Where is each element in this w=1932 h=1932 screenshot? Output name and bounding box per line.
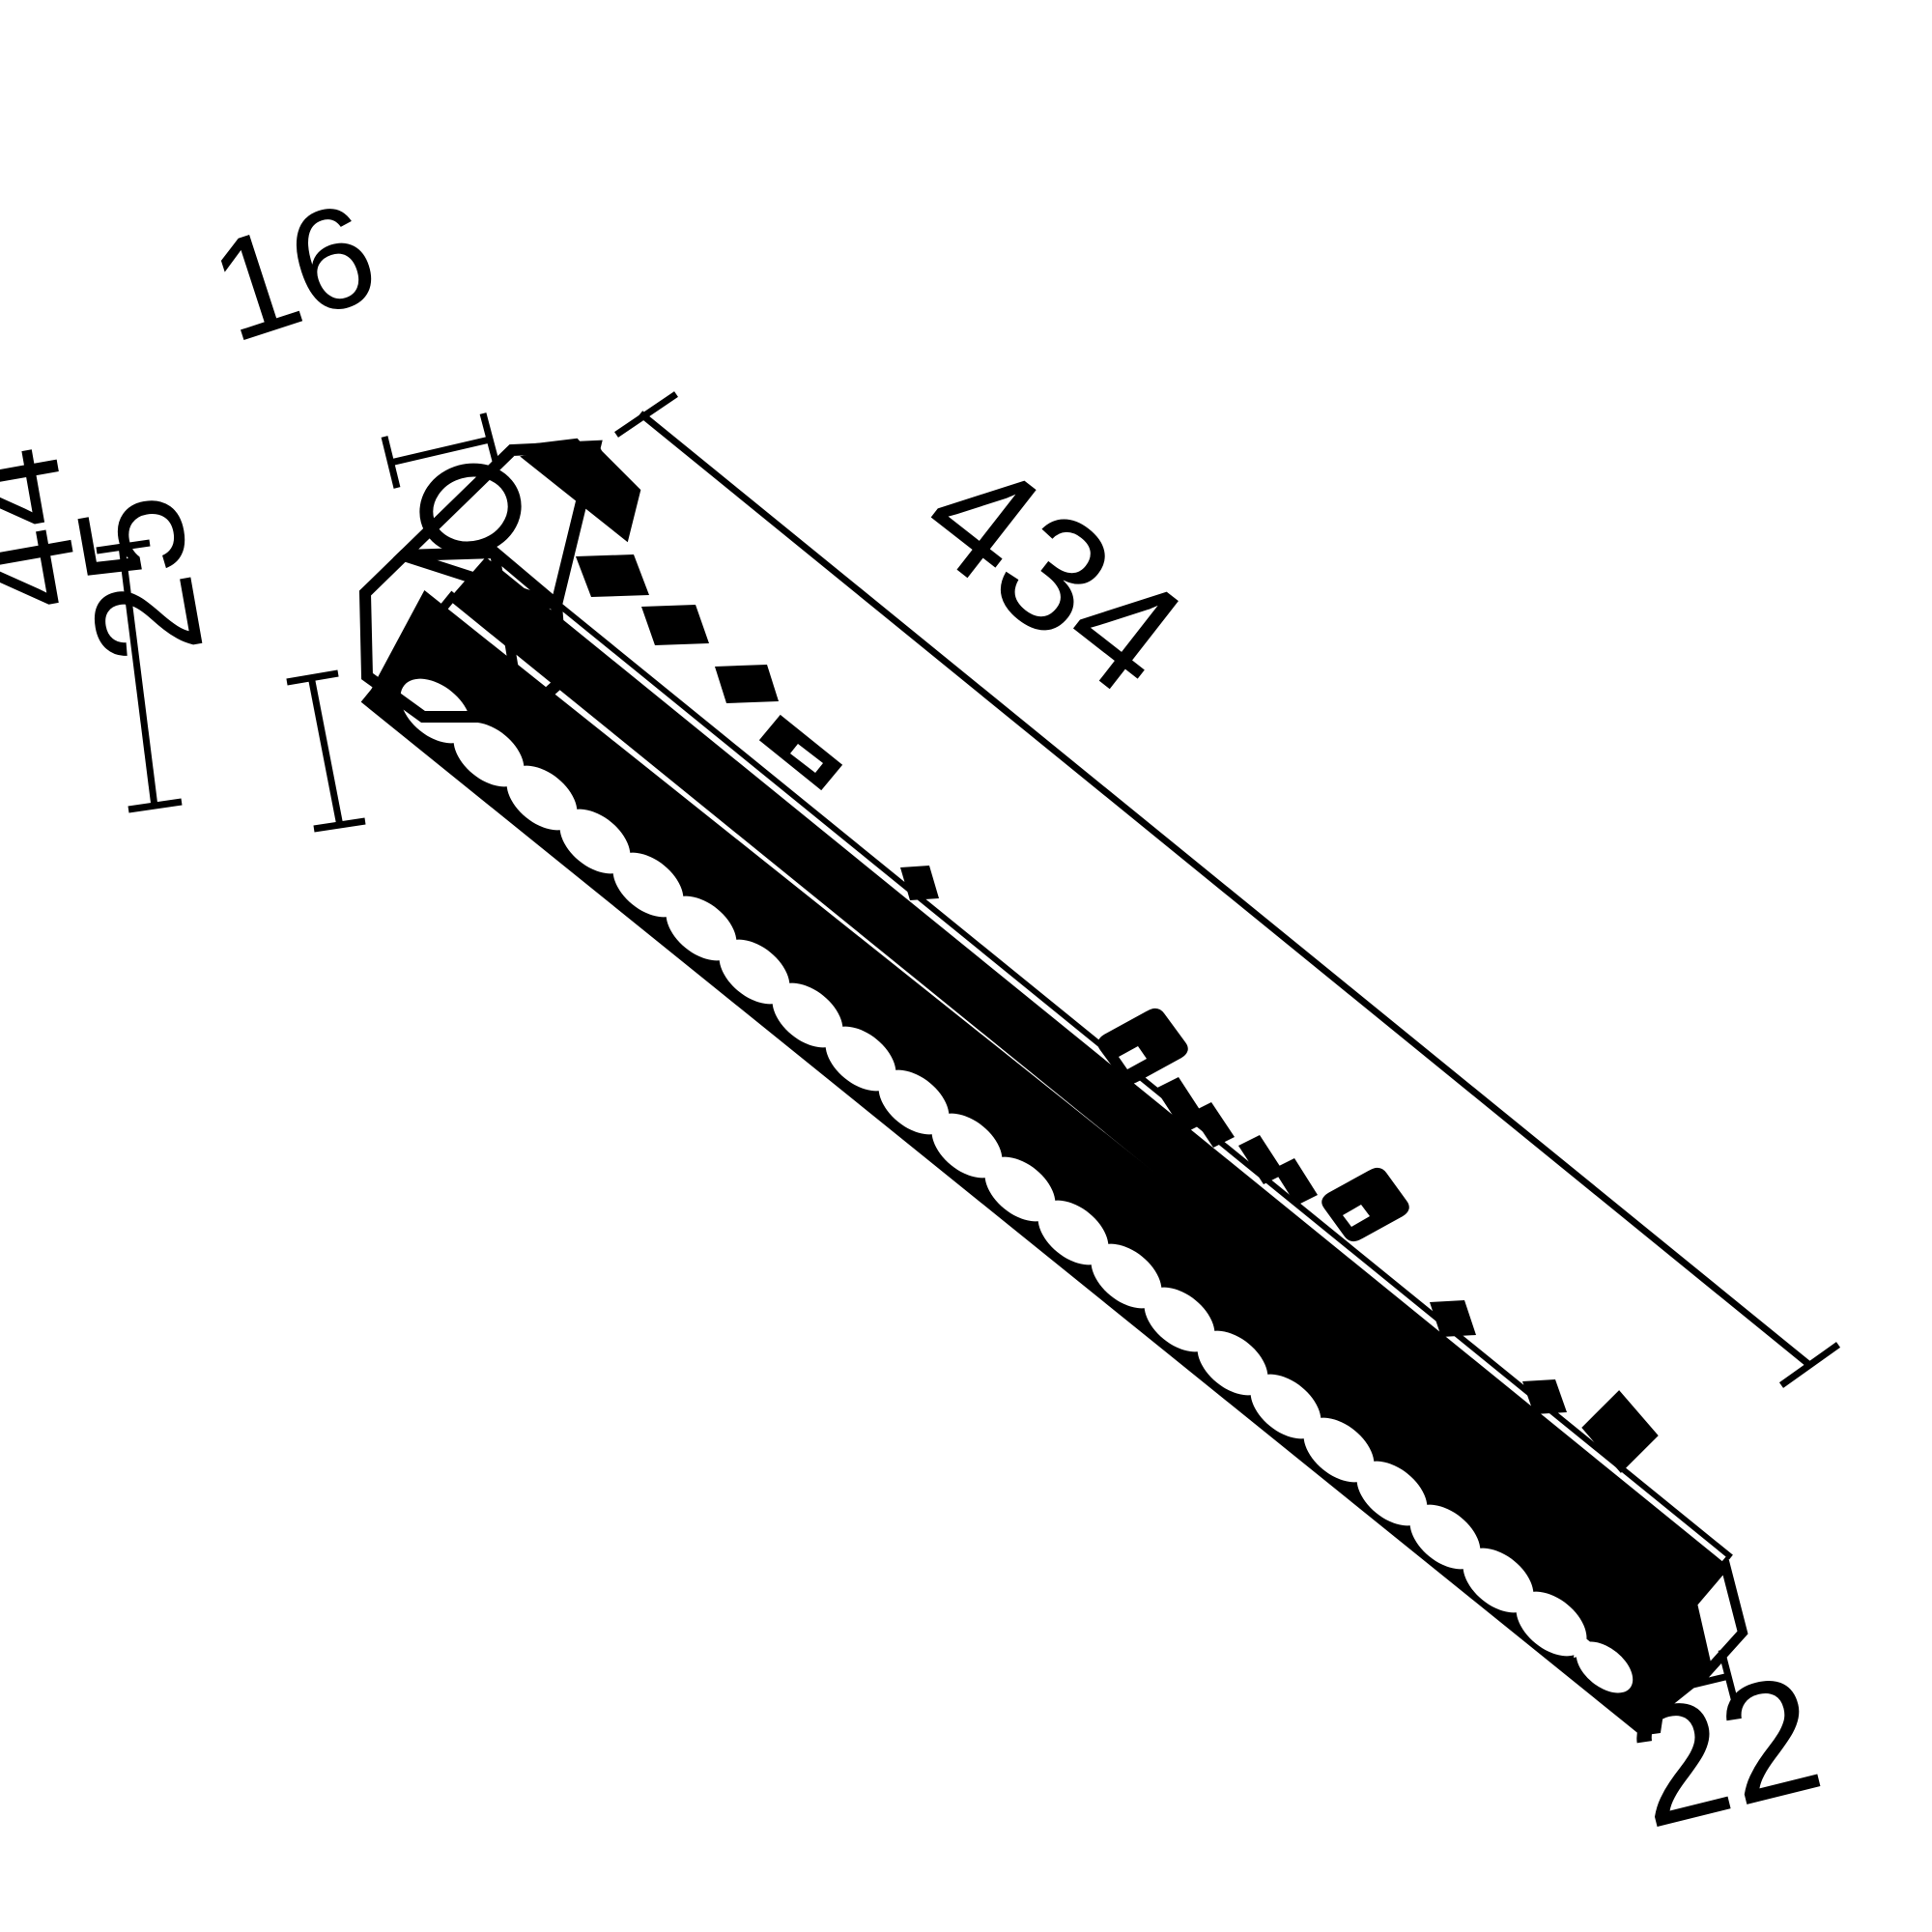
center-markings: [1097, 1008, 1409, 1242]
marking-bar-4: [1273, 1158, 1318, 1206]
contact-block-3: [715, 665, 779, 703]
marking-square-left: [1097, 1008, 1188, 1085]
notch-2: [1430, 1300, 1476, 1337]
bracket-inner-edge: [490, 552, 526, 718]
dimension-22-label: 22: [1613, 1638, 1837, 1863]
marking-square-left-hole: [1119, 1046, 1147, 1069]
housing-ridge-line-1: [462, 581, 1702, 1591]
dimension-25-label: 25: [44, 484, 235, 673]
marking-square-right: [1321, 1167, 1409, 1242]
marking-square-right-hole: [1343, 1205, 1370, 1227]
bracket-top-aperture: [419, 463, 522, 555]
led-lens-row: [364, 589, 1711, 1734]
dimension-25-tick-top: [286, 669, 339, 686]
dimension-44-group: [96, 539, 183, 813]
far-end-cap-face: [1687, 1554, 1748, 1682]
track-contacts: [576, 554, 779, 703]
far-end-cap: [1581, 1390, 1748, 1682]
far-end-step-detail: [1581, 1390, 1659, 1473]
dimension-44-line: [118, 545, 158, 808]
dimension-25-tick-bottom: [313, 817, 366, 833]
dimension-25-line: [307, 675, 344, 827]
led-cell-reliefs-upper: [458, 719, 1603, 1658]
dimension-16-label: 16: [194, 172, 395, 373]
dimension-434-tick-start: [614, 391, 678, 438]
notch-3: [1522, 1379, 1567, 1414]
dimension-434-group: [614, 391, 1841, 1388]
dimension-16-group: [381, 412, 500, 489]
contact-block-1: [576, 554, 649, 597]
led-cell-reliefs-lower: [417, 757, 1560, 1694]
track-slot-markings: [758, 714, 843, 791]
notch-1: [900, 866, 939, 900]
dimension-434-line: [638, 411, 1811, 1367]
dimension-44-tick-top: [96, 539, 151, 554]
dimension-16-tick-right: [479, 412, 500, 466]
near-end-plate-shape: [520, 440, 641, 543]
rear-face-notches: [900, 866, 1567, 1414]
contact-block-2: [641, 605, 709, 645]
dimension-16-tick-left: [381, 436, 401, 489]
dimension-16-line: [389, 436, 491, 467]
dimension-434-tick-end: [1778, 1342, 1841, 1388]
dimension-44-tick-bottom: [128, 798, 183, 813]
marking-bar-3: [1238, 1135, 1285, 1184]
slot-marking-1-hole: [790, 744, 823, 773]
dimension-434-label: 434: [891, 419, 1216, 729]
marking-bar-2: [1190, 1102, 1235, 1148]
near-end-plate: [520, 440, 641, 543]
dimension-25-group: [286, 669, 366, 833]
